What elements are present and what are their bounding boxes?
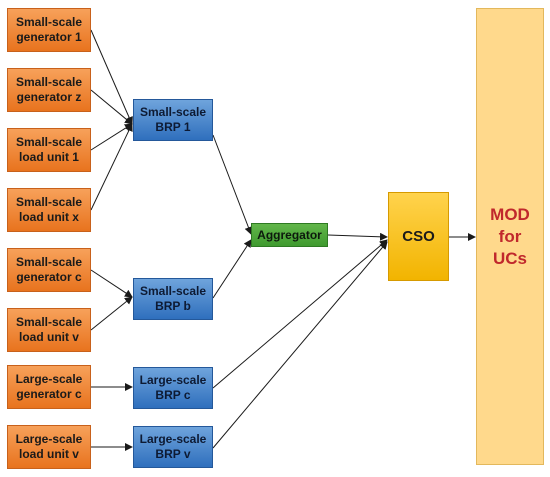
small-scale-generator-z: Small-scale generator z (7, 68, 91, 112)
small-scale-brp-1: Small-scale BRP 1 (133, 99, 213, 141)
arrow-slu1-brp1 (90, 123, 133, 151)
arrow-brpb-aggregator (212, 239, 252, 299)
arrow-sluv-brpb (90, 296, 133, 331)
small-scale-brp-b: Small-scale BRP b (133, 278, 213, 320)
arrow-brp1-aggregator (212, 134, 253, 235)
arrow-sg1-brp1 (90, 29, 133, 125)
cso-box: CSO (388, 192, 449, 281)
small-scale-generator-c: Small-scale generator c (7, 248, 91, 292)
large-scale-brp-c: Large-scale BRP c (133, 367, 213, 409)
mod-for-ucs-box: MOD for UCs (476, 8, 544, 465)
arrow-sgz-brp1 (90, 89, 133, 125)
arrow-brpv-cso (212, 241, 388, 449)
small-scale-generator-1: Small-scale generator 1 (7, 8, 91, 52)
small-scale-load-unit-v: Small-scale load unit v (7, 308, 91, 352)
arrow-brpc-cso (212, 239, 388, 389)
small-scale-load-unit-1: Small-scale load unit 1 (7, 128, 91, 172)
arrow-sgc-brpb (90, 269, 133, 298)
arrow-slux-brp1 (90, 123, 133, 211)
aggregator-box: Aggregator (251, 223, 328, 247)
large-scale-generator-c: Large-scale generator c (7, 365, 91, 409)
small-scale-load-unit-x: Small-scale load unit x (7, 188, 91, 232)
arrow-aggregator-cso (327, 232, 388, 241)
large-scale-load-unit-v: Large-scale load unit v (7, 425, 91, 469)
large-scale-brp-v: Large-scale BRP v (133, 426, 213, 468)
